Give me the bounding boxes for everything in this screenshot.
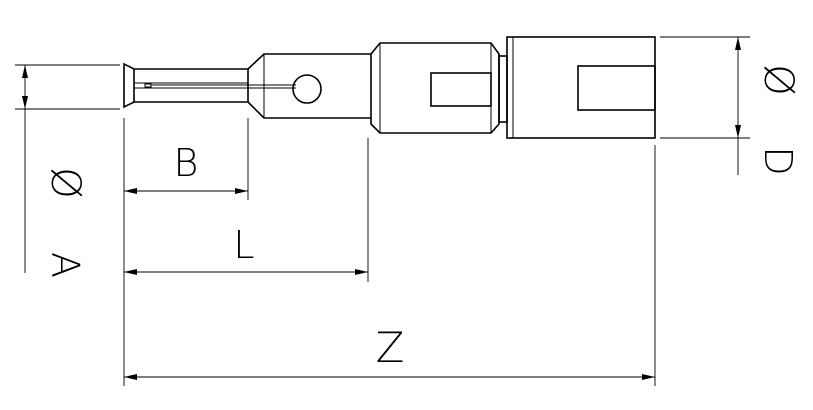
split-tip xyxy=(123,62,248,109)
body-section xyxy=(247,53,371,119)
middle-cylinder xyxy=(370,42,500,134)
diameter-d-symbol: Ø xyxy=(755,64,801,95)
tool-part xyxy=(123,36,656,139)
dimension-diameter-d: Ø D xyxy=(735,37,801,176)
dimension-l: L xyxy=(124,223,368,275)
diameter-a-symbol: Ø xyxy=(42,167,88,198)
rear-shank xyxy=(506,36,656,139)
hole-circle xyxy=(292,74,322,104)
dimension-z: Z xyxy=(124,323,655,380)
dimension-b: B xyxy=(124,141,248,194)
dimension-diameter-a: Ø A xyxy=(22,65,88,278)
label-d: D xyxy=(756,146,800,175)
label-z: Z xyxy=(376,323,405,372)
rear-slot xyxy=(577,65,656,111)
extension-lines xyxy=(15,36,750,386)
neck xyxy=(498,55,508,123)
label-b: B xyxy=(174,141,199,185)
label-l: L xyxy=(233,223,254,267)
label-a: A xyxy=(43,252,87,278)
flat-slot xyxy=(430,72,492,107)
